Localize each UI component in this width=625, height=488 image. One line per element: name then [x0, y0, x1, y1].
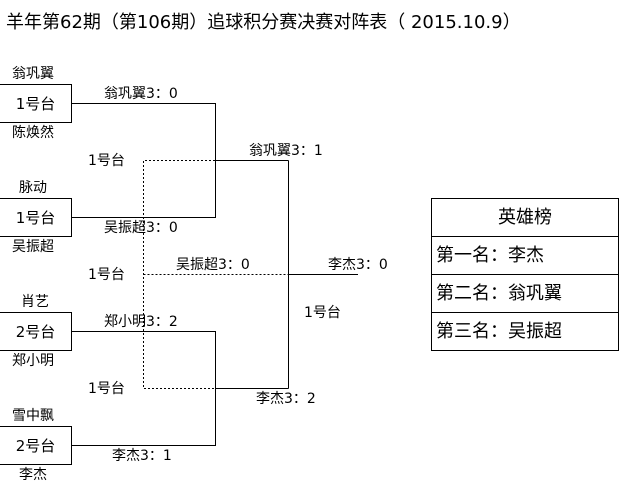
semifinal-result: 翁巩翼3：1: [249, 143, 323, 159]
match-result: 郑小明3：2: [104, 314, 178, 330]
player-name: 陈焕然: [12, 125, 54, 141]
table-box: 2号台: [0, 312, 72, 351]
bracket-line: [71, 103, 358, 446]
honor-header: 英雄榜: [498, 207, 552, 228]
player-name: 翁巩翼: [12, 66, 54, 82]
honor-first: 第一名：李杰: [432, 236, 618, 274]
player-name: 李杰: [19, 467, 47, 483]
match-result: 李杰3：1: [112, 448, 172, 464]
page-title: 羊年第62期（第106期）追球积分赛决赛对阵表（ 2015.10.9）: [6, 12, 521, 33]
player-name: 郑小明: [12, 353, 54, 369]
match-result: 吴振超3：0: [104, 220, 178, 236]
table-box: 2号台: [0, 426, 72, 465]
table-label: 1号台: [88, 153, 125, 169]
table-box: 1号台: [0, 84, 72, 123]
final-result: 李杰3：0: [328, 257, 388, 273]
honor-roll: 英雄榜 第一名：李杰 第二名：翁巩翼 第三名：吴振超: [431, 198, 619, 351]
table-label: 1号台: [88, 381, 125, 397]
table-label: 1号台: [88, 267, 125, 283]
player-name: 雪中飘: [12, 408, 54, 424]
third-place-result: 吴振超3：0: [176, 257, 250, 273]
player-name: 吴振超: [12, 239, 54, 255]
table-label: 1号台: [304, 305, 341, 321]
honor-third: 第三名：吴振超: [432, 312, 618, 350]
third-place-dotted-line: [143, 160, 288, 389]
honor-second: 第二名：翁巩翼: [432, 274, 618, 312]
match-result: 翁巩翼3：0: [104, 86, 178, 102]
player-name: 脉动: [19, 180, 47, 196]
player-name: 肖艺: [21, 294, 49, 310]
semifinal-result: 李杰3：2: [256, 391, 316, 407]
table-box: 1号台: [0, 198, 72, 237]
